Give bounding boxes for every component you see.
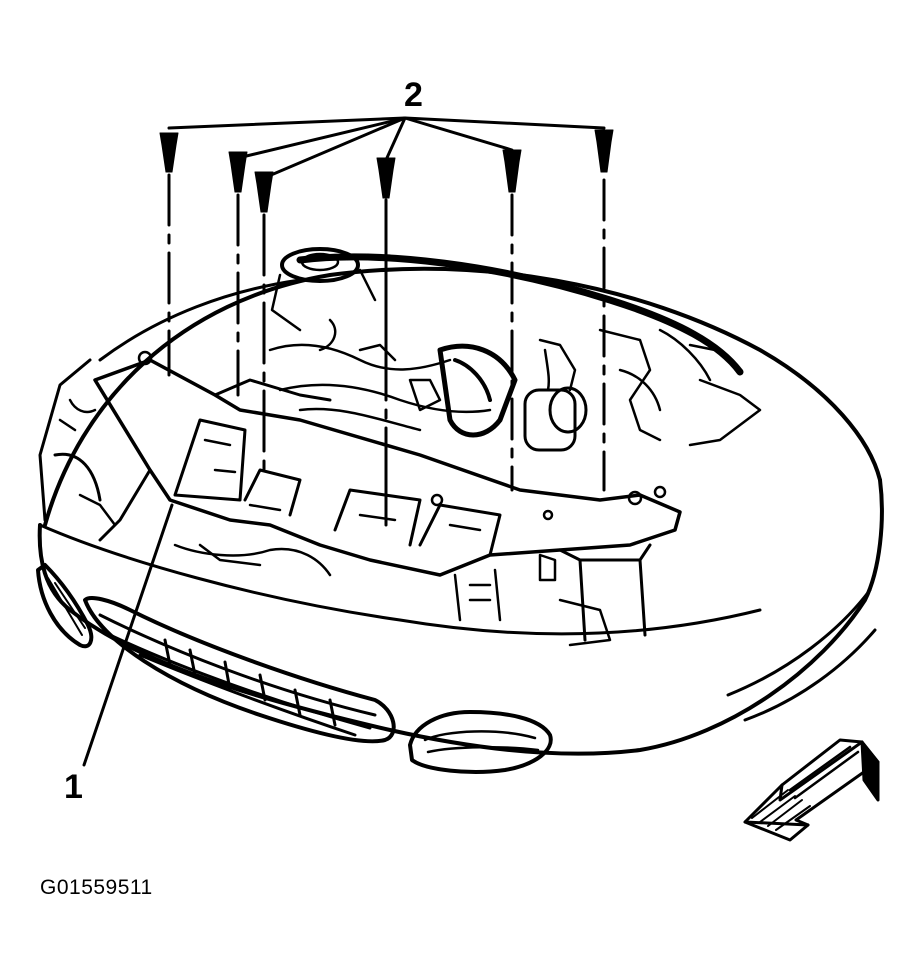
bolt-install-paths <box>167 173 606 527</box>
front-bumper-fascia <box>37 358 884 756</box>
left-fog-lamp-opening <box>36 563 94 649</box>
bolt-icon <box>159 129 614 213</box>
radiator-support-panel <box>93 358 682 642</box>
figure-id: G01559511 <box>40 876 153 899</box>
hood-opening-outline <box>43 253 882 527</box>
callout-2-leader-lines <box>167 116 606 180</box>
view-direction-arrow-icon <box>743 738 880 842</box>
front-grille <box>83 596 396 744</box>
callout-1-leader-line <box>82 503 174 767</box>
callout-part-1: 1 <box>64 768 83 806</box>
engine-components <box>58 247 762 647</box>
right-fog-lamp-opening <box>408 710 553 774</box>
callout-part-2: 2 <box>404 76 423 114</box>
